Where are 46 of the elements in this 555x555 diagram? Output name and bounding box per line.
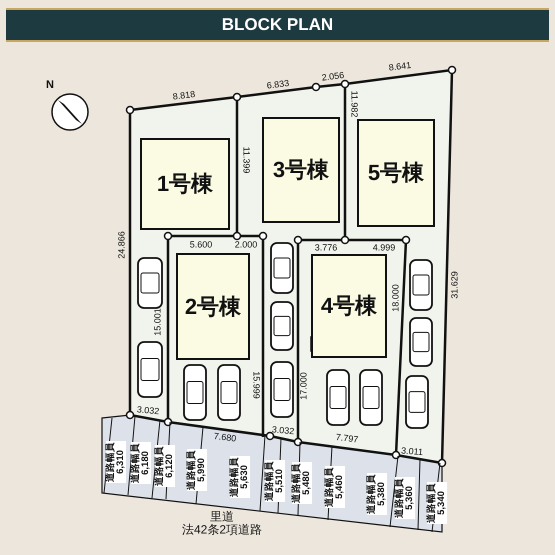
building-label: 2号棟	[184, 292, 242, 320]
house-footprint	[262, 117, 340, 223]
dimension-label: 3.011	[400, 446, 424, 458]
road-width-label: 道路幅員 5,480	[292, 462, 312, 504]
house-footprint	[176, 253, 250, 360]
building-label: 3号棟	[272, 156, 330, 184]
dimension-label: 7.797	[335, 432, 359, 446]
road-width-label: 道路幅員 5,340	[427, 482, 447, 524]
dimension-label: 6.833	[266, 78, 290, 92]
road-width-label: 道路幅員 5,380	[367, 473, 387, 515]
road-width-label: 道路幅員 5,630	[230, 456, 250, 498]
house-footprint	[311, 254, 387, 358]
dimension-label: 8.641	[388, 60, 412, 74]
dimension-label: 31.629	[450, 271, 460, 299]
road-width-label: 道路幅員 6,310	[106, 441, 126, 483]
building-label: 5号棟	[368, 159, 424, 187]
dimension-label: 5.600	[190, 240, 212, 250]
road-name-label: 法42条2項道路	[182, 524, 262, 536]
road-width-label: 道路幅員 6,120	[155, 445, 175, 487]
road-width-label: 道路幅員 5,510	[265, 460, 285, 502]
dimension-label: 11.399	[241, 146, 251, 174]
dimension-label: 4.999	[372, 243, 396, 253]
dimension-label: 3.032	[136, 405, 160, 417]
dimension-label: 18.000	[391, 284, 401, 312]
dimension-label: 17.000	[299, 372, 309, 400]
building-label: 1号棟	[156, 170, 214, 198]
dimension-label: 7.680	[213, 432, 237, 444]
dimension-label: 24.866	[117, 231, 127, 259]
dimension-label: 8.818	[172, 90, 196, 102]
dimension-label: 15.001	[153, 308, 163, 336]
dimension-label: 3.776	[314, 243, 338, 253]
road-width-label: 道路幅員 5,460	[325, 466, 345, 508]
building-label: 4号棟	[320, 292, 378, 320]
dimension-label: 2.056	[321, 70, 345, 84]
north-label: N	[46, 80, 54, 92]
dimension-label: 11.982	[349, 90, 359, 118]
house-footprint	[357, 119, 435, 227]
title: BLOCK PLAN	[222, 15, 334, 35]
road-width-label: 道路幅員 6,180	[131, 442, 151, 484]
road-width-label: 道路幅員 5,990	[187, 449, 207, 491]
dimension-label: 2.000	[234, 240, 258, 250]
house-footprint	[140, 138, 230, 230]
dimension-label: 3.032	[271, 425, 295, 437]
dimension-label: 15.999	[251, 371, 261, 399]
road-width-label: 道路幅員 5,360	[395, 477, 415, 519]
road-name-label: 里道	[210, 510, 234, 524]
